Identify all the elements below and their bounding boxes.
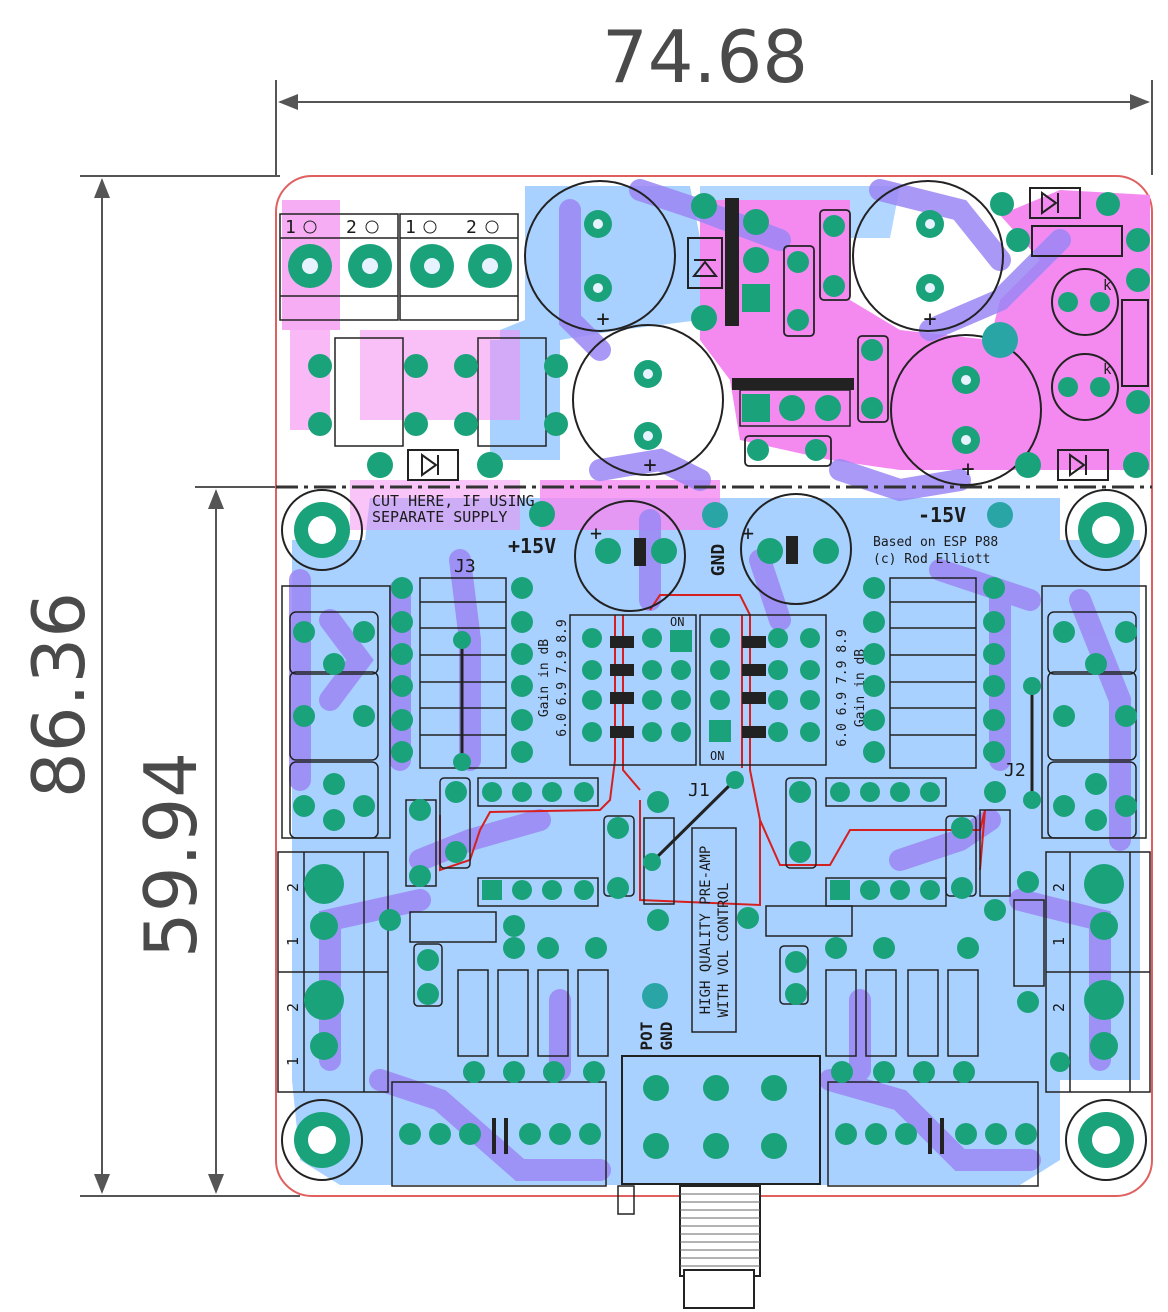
output-cap-blocks — [391, 1081, 1039, 1187]
minus15-label: -15V — [918, 503, 966, 527]
dip-switch-left — [569, 614, 697, 766]
cap-plus-marks: + + + + + + — [590, 307, 975, 545]
k-mark: k — [1103, 362, 1112, 378]
cut-label-1: CUT HERE, IF USING — [372, 492, 535, 510]
on-label-bottom: ON — [710, 749, 724, 763]
resistor-top-vertical — [1121, 299, 1149, 387]
gain-right-title: Gain in dB — [853, 649, 868, 727]
plus-mark: + — [742, 521, 754, 545]
pot-label: POT — [637, 1022, 656, 1051]
gain-left-title: Gain in dB — [537, 639, 552, 717]
front-copper-layer — [282, 190, 1150, 530]
pin-label: 2 — [1050, 1003, 1068, 1012]
jumper-j1 — [650, 778, 737, 864]
bottom-resistors — [457, 969, 979, 1057]
potentiometer — [617, 1055, 821, 1309]
pin-label: 2 — [1050, 883, 1068, 892]
mounting-holes — [281, 489, 1147, 1181]
board-labels: CUT HERE, IF USING SEPARATE SUPPLY +15V … — [372, 492, 1026, 1050]
resistor-top-right — [1031, 225, 1123, 257]
diodes — [407, 187, 1109, 481]
regulator-block — [725, 198, 854, 427]
plus-mark: + — [923, 307, 936, 332]
pin-label: 1 — [285, 217, 296, 238]
supply-cap-pads — [595, 502, 1013, 1009]
plus15-label: +15V — [508, 534, 556, 558]
j2-label: J2 — [1004, 760, 1026, 781]
dimension-annotations: 74.68 86.36 59.94 — [17, 15, 1153, 1197]
total-height-dimension: 86.36 — [17, 592, 101, 798]
plus-mark: + — [596, 307, 609, 332]
gain-left-values: 6.0 6.9 7.9 8.9 — [555, 619, 570, 736]
pin-label: 1 — [405, 217, 416, 238]
transformer-left — [334, 337, 404, 447]
pin-label: 2 — [346, 217, 357, 238]
pin-label: 2 — [284, 1003, 302, 1012]
film-caps-top — [744, 209, 889, 467]
product-label-box — [691, 827, 737, 1033]
width-dimension: 74.68 — [602, 15, 808, 99]
credit-line-2: (c) Rod Elliott — [873, 552, 990, 567]
plus-mark: + — [961, 457, 974, 482]
j1-label: J1 — [688, 780, 710, 801]
resistor-bank-right — [889, 577, 977, 769]
cut-label-2: SEPARATE SUPPLY — [372, 508, 507, 526]
pin-label: 2 — [466, 217, 477, 238]
regulator-outlines — [1051, 268, 1119, 421]
terminal-blocks-bottom — [277, 851, 1151, 1093]
product-name-1: HIGH QUALITY PRE-AMP — [698, 846, 714, 1015]
j3-label: J3 — [454, 556, 476, 577]
pin-label: 1 — [284, 937, 302, 946]
credit-line-1: Based on ESP P88 — [873, 535, 998, 550]
pin-label: 1 — [284, 1057, 302, 1066]
lower-height-dimension: 59.94 — [129, 752, 213, 958]
terminal-block-power-left: 1 2 — [279, 213, 399, 321]
product-name-2: WITH VOL CONTROL — [716, 883, 732, 1018]
pot-gnd-label: GND — [657, 1022, 676, 1051]
k-mark: k — [1103, 278, 1112, 294]
top-pads — [288, 192, 1150, 527]
electrolytic-caps-top — [524, 180, 1042, 612]
plus-mark: + — [590, 521, 602, 545]
gain-right-values: 6.0 6.9 7.9 8.9 — [835, 629, 850, 746]
transformer-right — [477, 337, 547, 447]
pin-label: 1 — [1050, 937, 1068, 946]
dip-switch-right — [699, 614, 827, 766]
gnd-label: GND — [708, 544, 729, 577]
pin-label: 2 — [284, 883, 302, 892]
on-label-top: ON — [670, 615, 684, 629]
terminal-block-power-right: 1 2 — [399, 213, 519, 321]
plus-mark: + — [643, 453, 656, 478]
lower-pads — [293, 577, 1137, 1159]
output-cap-bars — [492, 1118, 944, 1154]
